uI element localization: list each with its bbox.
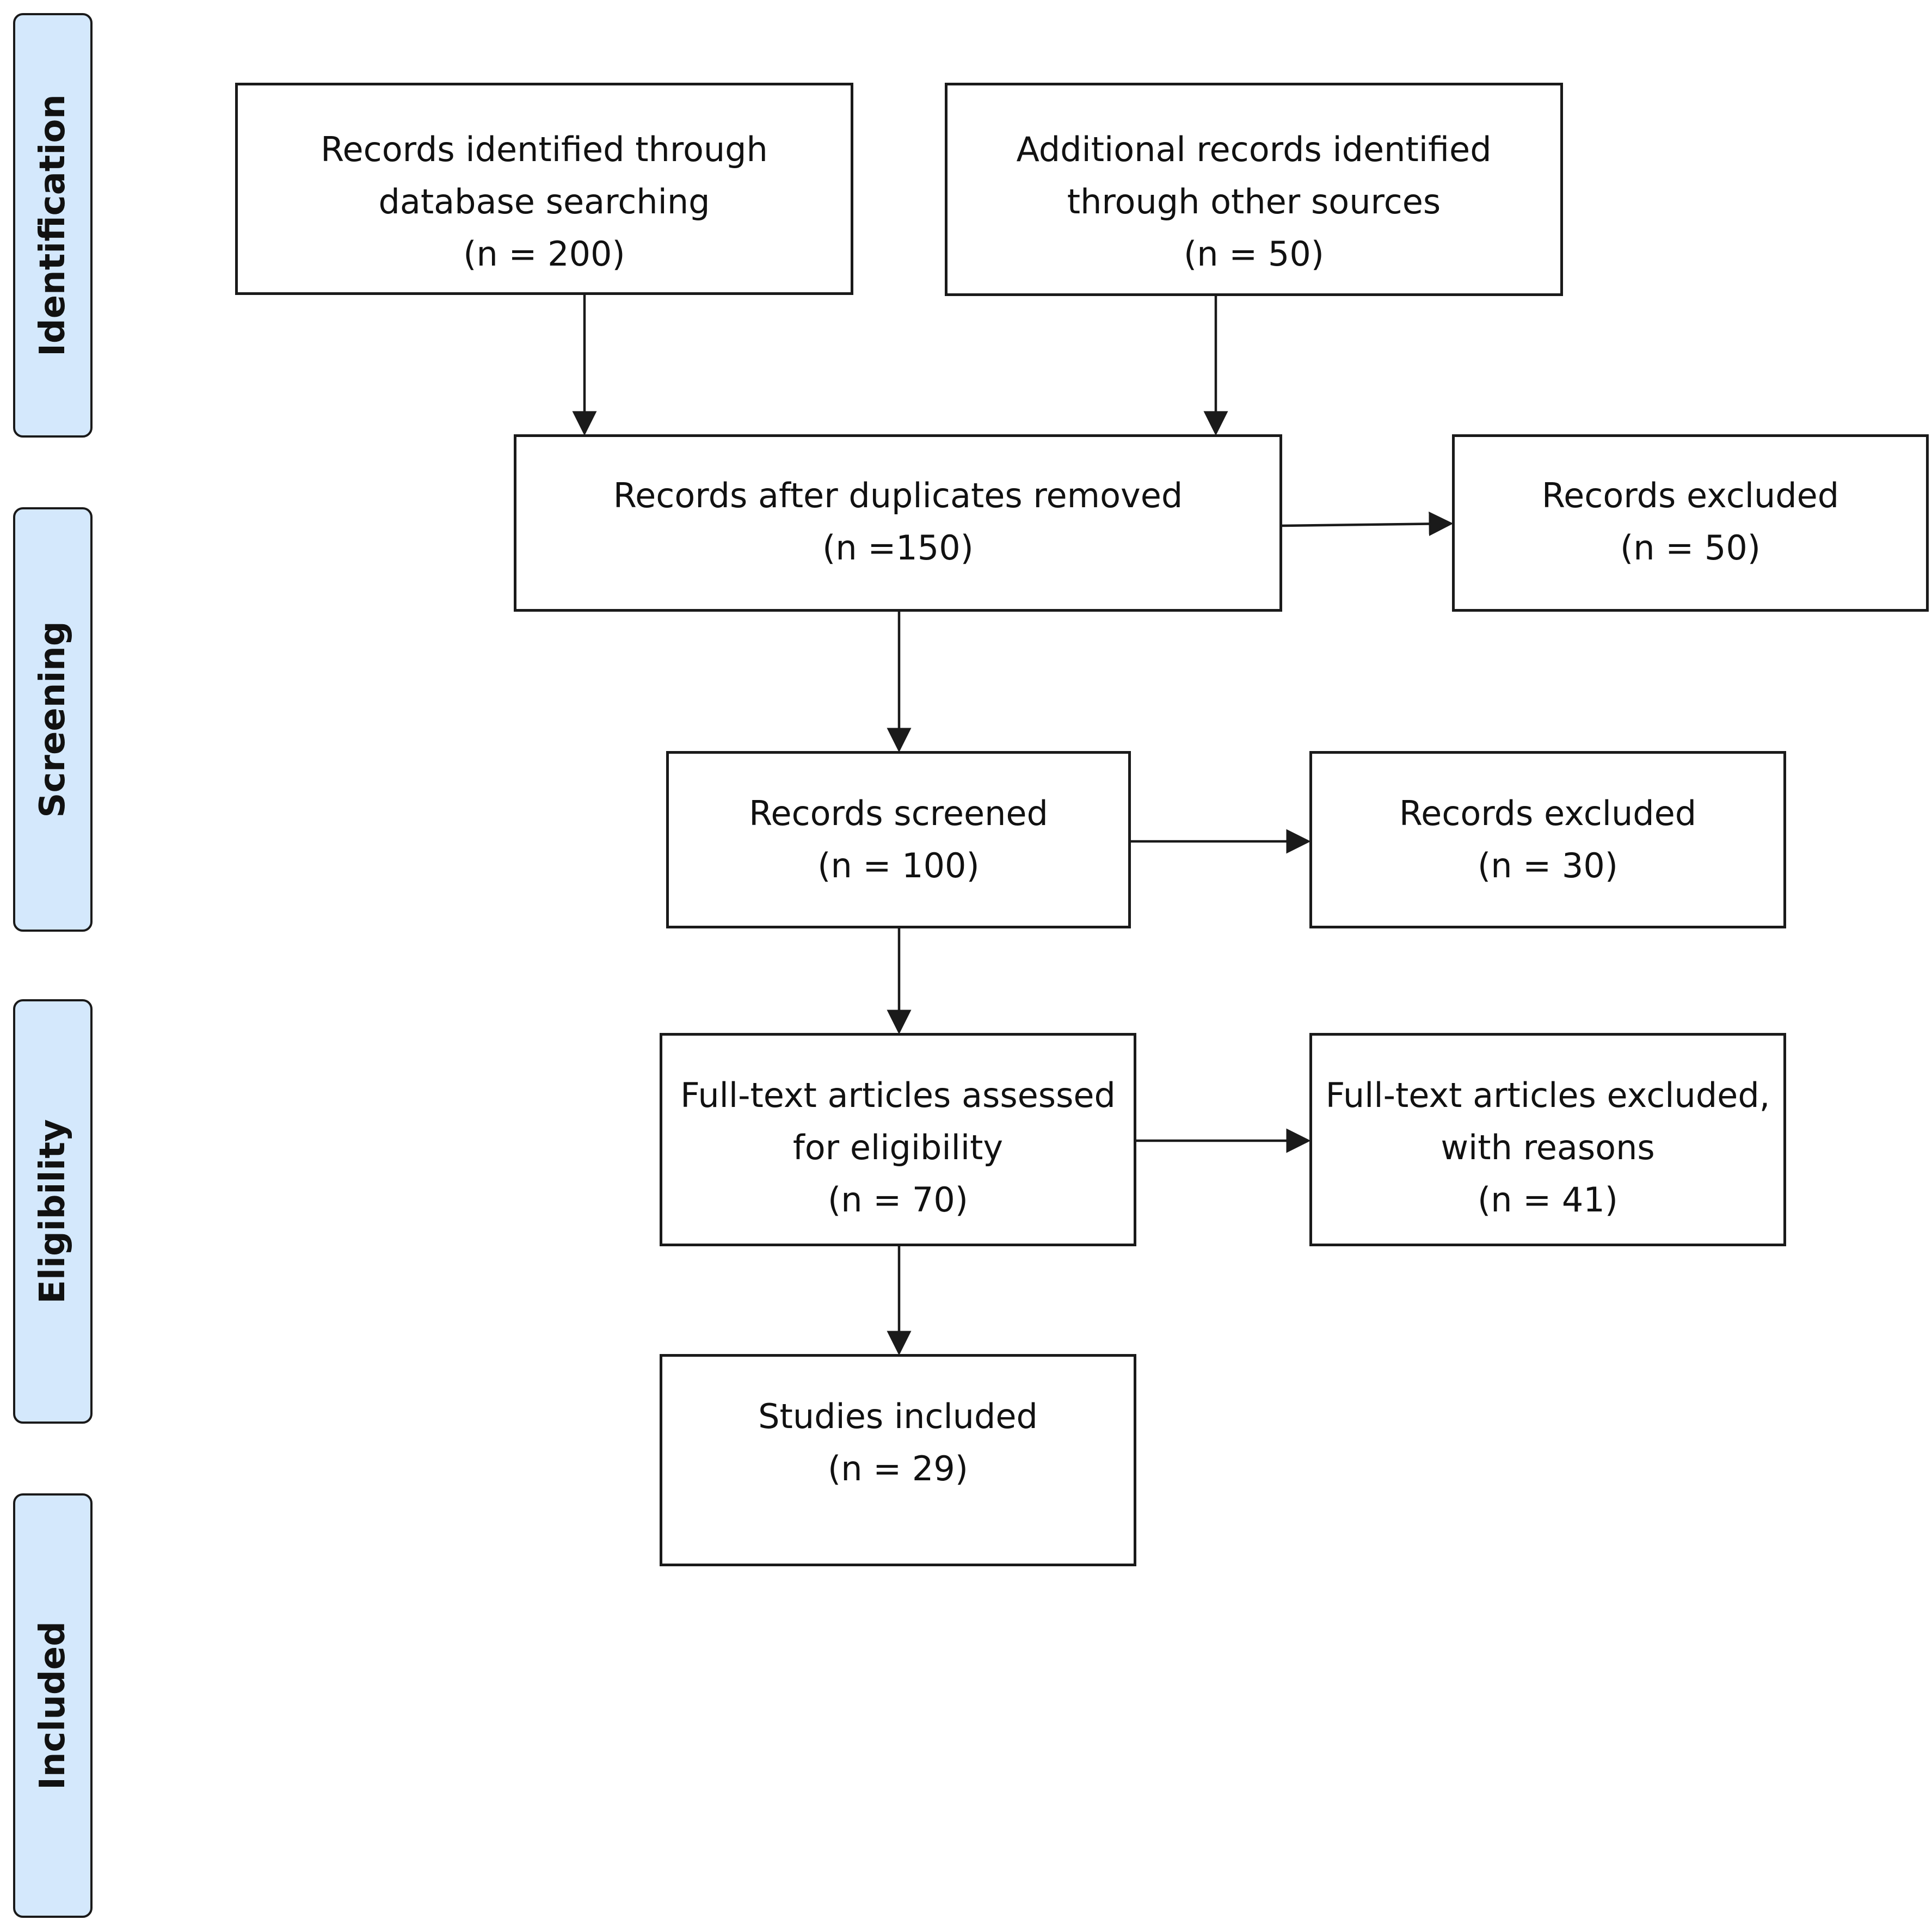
box-excluded-screening-count: (n = 30) <box>1478 846 1618 885</box>
box-screened-count: (n = 100) <box>817 846 980 885</box>
stage-eligibility: Eligibility <box>13 999 93 1424</box>
box-fulltext-excluded: Full-text articles excluded, with reason… <box>1309 1033 1786 1246</box>
box-fulltext-assessed-count: (n = 70) <box>828 1180 968 1220</box>
box-fulltext-excluded-count: (n = 41) <box>1478 1180 1618 1220</box>
box-excluded-screening-line1: Records excluded <box>1399 793 1697 833</box>
box-excluded-duplicates-count: (n = 50) <box>1620 528 1761 568</box>
stage-identification: Identification <box>13 13 93 438</box>
box-database-records: Records identified through database sear… <box>235 83 853 295</box>
box-database-records-line1: Records identified through <box>321 130 768 169</box>
box-database-records-count: (n = 200) <box>463 234 625 274</box>
box-studies-included-line1: Studies included <box>758 1396 1038 1436</box>
box-other-sources-count: (n = 50) <box>1184 234 1324 274</box>
stage-screening: Screening <box>13 507 93 932</box>
box-fulltext-assessed-line1: Full-text articles assessed <box>680 1075 1116 1115</box>
box-excluded-duplicates: Records excluded (n = 50) <box>1452 434 1929 612</box>
box-after-duplicates-line1: Records after duplicates removed <box>613 476 1183 515</box>
box-studies-included-count: (n = 29) <box>828 1449 968 1488</box>
box-other-sources-line1: Additional records identified <box>1016 130 1492 169</box>
stage-included: Included <box>13 1493 93 1918</box>
box-excluded-screening: Records excluded (n = 30) <box>1309 751 1786 928</box>
box-fulltext-excluded-line2: with reasons <box>1441 1128 1655 1167</box>
box-screened: Records screened (n = 100) <box>666 751 1131 928</box>
box-other-sources-line2: through other sources <box>1067 182 1441 221</box>
box-fulltext-excluded-line1: Full-text articles excluded, <box>1325 1075 1770 1115</box>
box-fulltext-assessed-line2: for eligibility <box>792 1128 1004 1167</box>
box-database-records-line2: database searching <box>378 182 710 221</box>
arrow-duplicates-to-excluded <box>1282 512 1454 537</box>
box-other-sources: Additional records identified through ot… <box>945 83 1563 296</box>
box-excluded-duplicates-line1: Records excluded <box>1541 476 1839 515</box>
box-after-duplicates-count: (n =150) <box>822 528 974 568</box>
box-fulltext-assessed: Full-text articles assessed for eligibil… <box>660 1033 1136 1246</box>
box-after-duplicates: Records after duplicates removed (n =150… <box>514 434 1282 612</box>
box-studies-included: Studies included (n = 29) <box>660 1354 1136 1566</box>
box-screened-line1: Records screened <box>749 793 1048 833</box>
